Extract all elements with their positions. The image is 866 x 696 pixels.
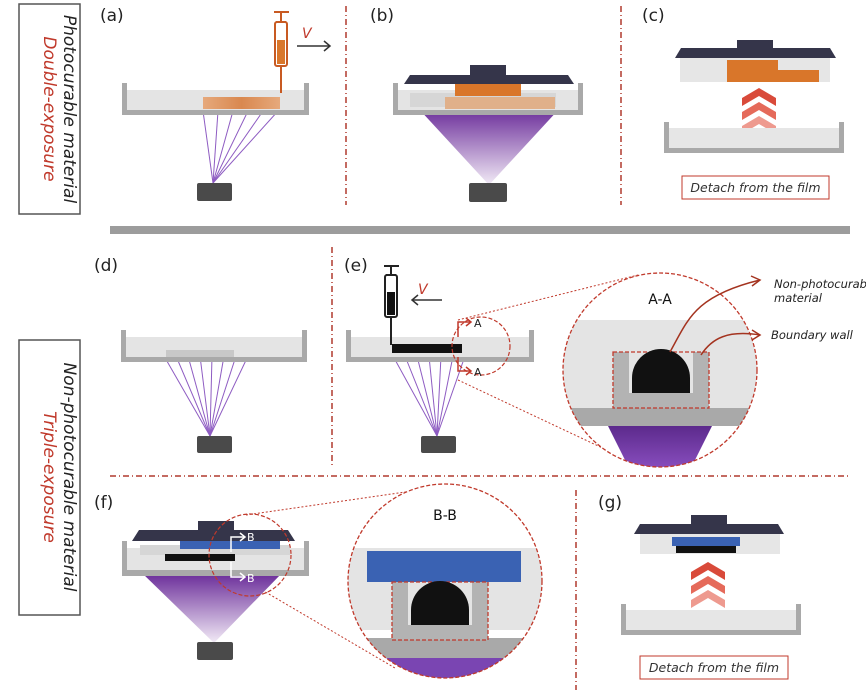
section-title-bb: B-B: [433, 508, 457, 524]
side-label-bottom-box: Non-photocurable material Triple-exposur…: [18, 339, 81, 616]
panel-b: [393, 65, 583, 202]
projector-icon: [197, 436, 232, 453]
detach-label-g: Detach from the film: [649, 660, 779, 675]
projector-icon: [469, 183, 507, 202]
syringe-icon: [274, 11, 289, 93]
section-aa-zoom: A-A Non-photocurable material Boundary w…: [562, 272, 866, 468]
side-label-bottom-line1: Non-photocurable material: [59, 363, 79, 592]
panel-e: V A A: [346, 265, 639, 461]
panel-label-a: (a): [100, 6, 124, 26]
panel-label-c: (c): [642, 6, 665, 26]
panel-label-d: (d): [94, 256, 118, 276]
section-title-aa: A-A: [648, 292, 672, 308]
side-label-top-box: Photocurable material Double-exposure: [18, 3, 81, 215]
uv-cone-f: [142, 573, 282, 643]
callout-boundary-wall: Boundary wall: [771, 328, 854, 342]
detach-label-c: Detach from the film: [690, 180, 820, 195]
section-mark-b-bottom: B: [247, 572, 255, 585]
side-label-top-line2: Double-exposure: [39, 36, 59, 181]
panel-g: Detach from the film: [621, 515, 801, 680]
section-bb-zoom: B-B: [347, 483, 543, 679]
uv-cone-b: [418, 108, 560, 185]
panel-f: B B: [122, 486, 441, 669]
panel-label-g: (g): [598, 493, 622, 513]
velocity-label-a: V: [302, 26, 313, 42]
section-mark-a-bottom: A: [474, 366, 482, 379]
dashed-separators: [110, 6, 850, 690]
upward-chevrons-icon: [742, 88, 776, 134]
side-label-bottom-line2: Triple-exposure: [39, 411, 59, 543]
panel-d: [121, 330, 307, 453]
panel-a: V: [122, 11, 332, 201]
arrow-icon: [410, 294, 442, 306]
projector-icon: [197, 183, 232, 201]
callout-non-photocurable-line1: Non-photocurable: [774, 277, 866, 291]
callout-non-photocurable-line2: material: [774, 291, 823, 305]
velocity-label-e: V: [418, 282, 429, 298]
panel-label-f: (f): [94, 493, 113, 513]
section-divider-bar: [110, 226, 850, 234]
uv-rays-d: [163, 355, 249, 437]
syringe-icon: [384, 265, 399, 345]
panel-label-b: (b): [370, 6, 394, 26]
panel-c: Detach from the film: [664, 40, 844, 200]
panel-label-e: (e): [344, 256, 368, 276]
arrow-icon: [297, 40, 332, 52]
projector-icon: [197, 642, 233, 660]
projector-icon: [421, 436, 456, 453]
uv-rays-e: [392, 355, 466, 437]
upward-chevrons-icon: [691, 562, 725, 608]
uv-rays-a: [202, 110, 279, 184]
section-mark-b-top: B: [247, 531, 255, 544]
section-mark-a-top: A: [474, 317, 482, 330]
side-label-top-line1: Photocurable material: [59, 15, 79, 204]
